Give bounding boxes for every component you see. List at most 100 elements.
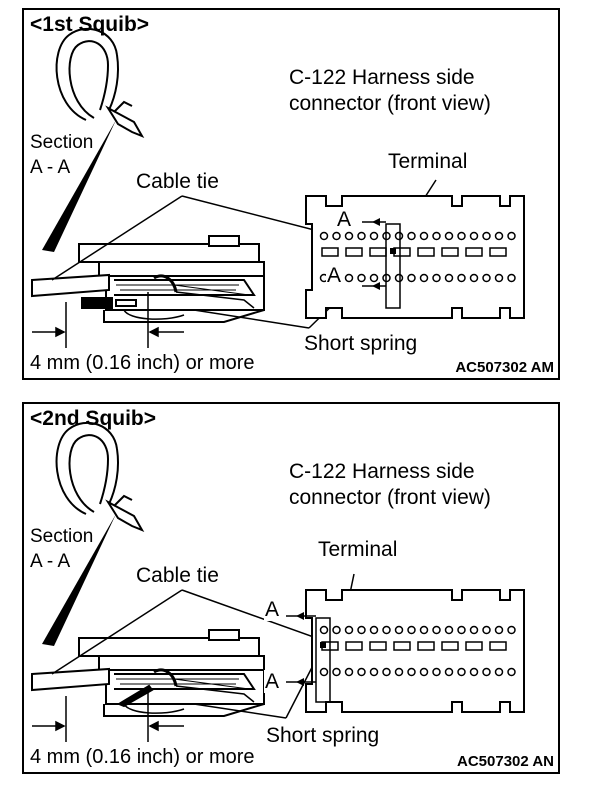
squib-2-diagram	[31, 421, 525, 742]
dimension-arrows	[32, 686, 184, 742]
connector-pin	[369, 273, 379, 283]
connector-slot	[441, 641, 459, 651]
connector-pin	[507, 625, 516, 635]
connector-pin	[394, 667, 404, 677]
connector-pin	[482, 273, 491, 283]
section-letter-top: A	[264, 598, 281, 622]
connector-slot	[417, 247, 435, 257]
connector-pin	[469, 273, 479, 283]
connector-pin	[332, 667, 341, 677]
connector-pin	[332, 231, 341, 241]
section-label-line1: Section	[30, 132, 94, 153]
connector-pin	[444, 273, 454, 283]
connector-pin	[457, 667, 466, 677]
connector-pin	[357, 273, 366, 283]
connector-pin	[357, 667, 366, 677]
connector-label-line1: C-122 Harness side	[289, 460, 475, 483]
connector-pin	[444, 625, 454, 635]
section-label-line1: Section	[30, 526, 94, 547]
section-letter-top: A	[336, 208, 353, 232]
connector-slot	[369, 641, 387, 651]
section-label-line2: A - A	[30, 157, 71, 178]
connector-pin	[444, 231, 454, 241]
connector-pin	[507, 667, 516, 677]
connector-pin	[394, 273, 404, 283]
connector-pin	[407, 667, 416, 677]
connector-pin	[482, 231, 491, 241]
connector-pin	[344, 273, 354, 283]
cable-tie-label: Cable tie	[136, 564, 219, 587]
connector-pin	[357, 625, 366, 635]
connector-slot	[441, 247, 459, 257]
connector-pin	[344, 625, 354, 635]
connector-slot	[489, 247, 507, 257]
connector-pin	[407, 625, 416, 635]
connector-pin	[457, 273, 466, 283]
connector-pin	[507, 273, 516, 283]
section-letter-bottom: A	[326, 264, 343, 288]
connector-pin	[319, 667, 329, 677]
short-spring-label: Short spring	[266, 724, 380, 747]
connector-pin	[507, 231, 516, 241]
panel-title: <2nd Squib>	[30, 407, 157, 430]
connector-slot	[345, 641, 363, 651]
connector-pin	[407, 273, 416, 283]
connector-pin	[344, 667, 354, 677]
connector-cross-section	[31, 235, 265, 323]
connector-slot	[489, 641, 507, 651]
connector-front-view	[305, 195, 525, 319]
connector-label-line1: C-122 Harness side	[289, 66, 475, 89]
connector-pin	[407, 231, 416, 241]
connector-pin	[394, 231, 404, 241]
dimension-label: 4 mm (0.16 inch) or more	[30, 746, 255, 768]
short-spring-label: Short spring	[304, 332, 418, 355]
cable-tie-illustration	[42, 421, 145, 646]
connector-pin	[494, 667, 504, 677]
panel-title: <1st Squib>	[30, 13, 150, 36]
connector-pin	[344, 231, 354, 241]
connector-slot	[345, 247, 363, 257]
connector-label-line2: connector (front view)	[289, 486, 491, 509]
connector-slot	[393, 247, 411, 257]
connector-pin	[494, 625, 504, 635]
dimension-arrows	[32, 292, 184, 348]
connector-pin	[332, 625, 341, 635]
connector-slot	[393, 641, 411, 651]
connector-pin	[457, 625, 466, 635]
figure-code: AC507302 AM	[455, 358, 554, 376]
connector-pin	[369, 231, 379, 241]
connector-pin	[444, 667, 454, 677]
connector-slot	[369, 247, 387, 257]
connector-pin	[494, 231, 504, 241]
connector-slot	[417, 641, 435, 651]
connector-pin	[419, 231, 429, 241]
connector-pin	[369, 625, 379, 635]
connector-pin	[419, 625, 429, 635]
cable-tie-label: Cable tie	[136, 170, 219, 193]
connector-pin	[419, 273, 429, 283]
connector-slot	[465, 247, 483, 257]
connector-pin	[432, 273, 441, 283]
squib-1-panel: <1st Squib> C-122 Harness side connector…	[22, 8, 560, 380]
connector-pin	[469, 231, 479, 241]
terminal-label: Terminal	[388, 150, 468, 173]
section-label-line2: A - A	[30, 551, 71, 572]
connector-slot	[465, 641, 483, 651]
connector-front-view	[286, 589, 525, 713]
connector-cross-section	[31, 629, 265, 717]
squib-1-diagram	[31, 27, 525, 348]
connector-pin	[482, 625, 491, 635]
connector-pin	[469, 625, 479, 635]
connector-pin	[482, 667, 491, 677]
connector-label-line2: connector (front view)	[289, 92, 491, 115]
connector-pin	[319, 625, 329, 635]
section-letter-bottom: A	[264, 670, 281, 694]
connector-pin	[394, 625, 404, 635]
connector-slot	[321, 247, 339, 257]
connector-pin	[494, 273, 504, 283]
connector-pin	[357, 231, 366, 241]
connector-pin	[432, 667, 441, 677]
cable-tie-illustration	[42, 27, 145, 252]
connector-pin	[419, 667, 429, 677]
connector-pin	[382, 667, 391, 677]
